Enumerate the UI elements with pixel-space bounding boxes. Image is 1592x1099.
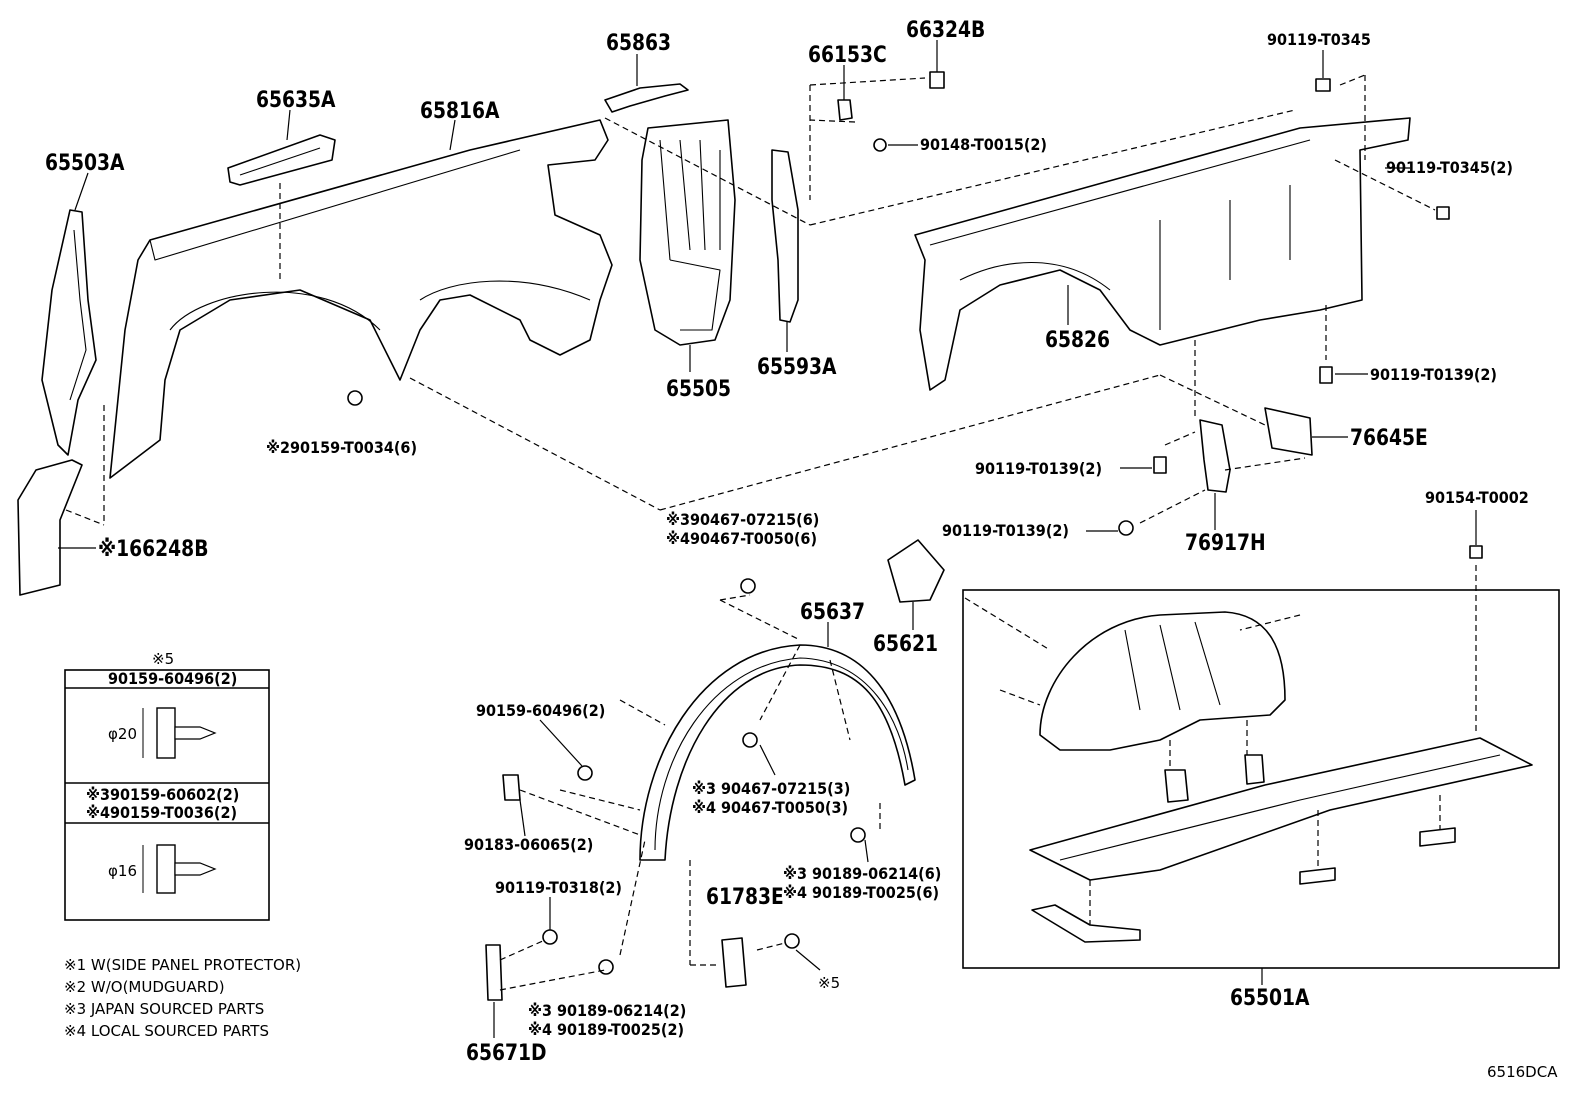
label-90189-T0025-2: ※4 90189-T0025(2) — [528, 1020, 684, 1039]
quarter-panel-65816A — [109, 119, 613, 479]
diagram-code: 6516DCA — [1487, 1063, 1558, 1081]
wheel-house-liner-65637 — [639, 644, 916, 861]
label-90467-07215-3: ※3 90467-07215(3) — [692, 779, 850, 798]
pillar-panel-65503A — [41, 209, 97, 456]
bracket-65671D — [485, 944, 503, 1001]
label-66153C: 66153C — [808, 42, 887, 68]
label-66248B: ※166248B — [98, 536, 208, 562]
nut-66324B — [929, 71, 945, 89]
label-65671D: 65671D — [466, 1040, 547, 1066]
wheel-house-65501A — [1029, 611, 1533, 943]
label-66324B: 66324B — [906, 17, 985, 43]
footnote-3: ※3 JAPAN SOURCED PARTS — [64, 1000, 264, 1018]
bracket-76917H — [1199, 419, 1231, 493]
inner-bed-panel-65826 — [914, 117, 1411, 391]
label-90467-07215-6: ※390467-07215(6) — [666, 510, 819, 529]
label-90119-T0318: 90119-T0318(2) — [495, 878, 622, 897]
footnote-2: ※2 W/O(MUDGUARD) — [64, 978, 225, 996]
reinforcement-strip-65593A — [771, 149, 799, 323]
bracket-65635A — [227, 134, 336, 186]
label-90154-T0002: 90154-T0002 — [1425, 488, 1529, 507]
table-row2a: ※390159-60602(2) — [86, 785, 239, 804]
inner-panel-65505 — [639, 119, 736, 346]
label-90183-06065: 90183-06065(2) — [464, 835, 593, 854]
bracket-65863 — [604, 83, 689, 113]
label-76917H: 76917H — [1185, 530, 1266, 556]
screw-size-table: ※5 90159-60496(2) φ20 ※390159-60602(2) ※… — [64, 650, 270, 921]
label-65635A: 65635A — [256, 87, 336, 113]
label-90467-T0050-6: ※490467-T0050(6) — [666, 529, 817, 548]
label-90119-T0139-a: 90119-T0139(2) — [1370, 365, 1497, 384]
footnote-4: ※4 LOCAL SOURCED PARTS — [64, 1022, 269, 1040]
fastener-icons — [347, 78, 1483, 975]
label-90159-T0034: ※290159-T0034(6) — [266, 438, 417, 457]
clip-66153C — [837, 99, 853, 121]
table-dia1: φ20 — [108, 725, 137, 743]
screw-icon — [142, 844, 217, 894]
table-row1: 90159-60496(2) — [108, 669, 237, 688]
label-90189-06214-6: ※3 90189-06214(6) — [783, 864, 941, 883]
label-61783E: 61783E — [706, 884, 784, 910]
label-90159-60496: 90159-60496(2) — [476, 701, 605, 720]
label-65863: 65863 — [606, 30, 671, 56]
label-65637: 65637 — [800, 599, 865, 625]
screw-icon — [142, 707, 217, 759]
label-90148-T0015: 90148-T0015(2) — [920, 135, 1047, 154]
label-65621: 65621 — [873, 631, 938, 657]
table-header: ※5 — [152, 650, 174, 668]
label-65501A: 65501A — [1230, 985, 1310, 1011]
label-90119-T0345-2: 90119-T0345(2) — [1386, 158, 1513, 177]
label-ref-5: ※5 — [818, 974, 840, 992]
label-65816A: 65816A — [420, 98, 500, 124]
assembly-box-65501A — [962, 589, 1560, 969]
label-90189-T0025-6: ※4 90189-T0025(6) — [783, 883, 939, 902]
label-65505: 65505 — [666, 376, 731, 402]
footnotes: ※1 W(SIDE PANEL PROTECTOR) ※2 W/O(MUDGUA… — [64, 956, 301, 1040]
label-90467-T0050-3: ※4 90467-T0050(3) — [692, 798, 848, 817]
leader-lines — [58, 40, 1477, 1038]
label-65593A: 65593A — [757, 354, 837, 380]
label-65826: 65826 — [1045, 327, 1110, 353]
side-panel-protector-66248B — [17, 459, 83, 596]
plate-65621 — [887, 539, 945, 603]
label-90119-T0139-c: 90119-T0139(2) — [942, 521, 1069, 540]
part-labels: 65863 66153C 66324B 90119-T0345 65635A 6… — [45, 17, 1529, 1066]
label-65503A: 65503A — [45, 150, 125, 176]
table-row2b: ※490159-T0036(2) — [86, 803, 237, 822]
seal-61783E — [721, 937, 747, 988]
table-dia2: φ16 — [108, 862, 137, 880]
bracket-76645E — [1264, 407, 1313, 456]
clip-90183-06065 — [502, 774, 521, 801]
label-76645E: 76645E — [1350, 425, 1428, 451]
label-90189-06214-2: ※3 90189-06214(2) — [528, 1001, 686, 1020]
label-90119-T0345: 90119-T0345 — [1267, 30, 1371, 49]
label-90119-T0139-b: 90119-T0139(2) — [975, 459, 1102, 478]
footnote-1: ※1 W(SIDE PANEL PROTECTOR) — [64, 956, 301, 974]
